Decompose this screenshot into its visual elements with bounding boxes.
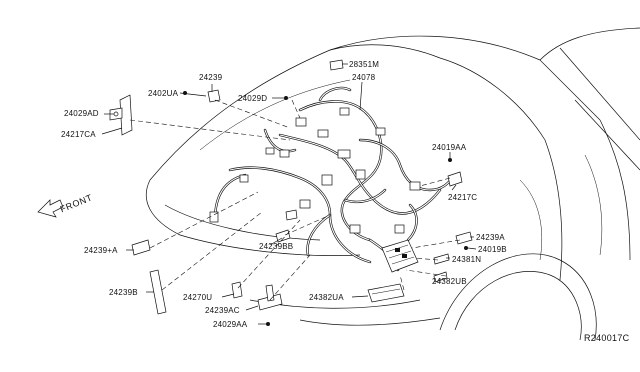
callout-label: 24239A <box>476 233 505 242</box>
callout-label: 24029AD <box>64 109 99 118</box>
callout-label: 24217C <box>448 193 478 202</box>
callout-label: 24239+A <box>84 246 118 255</box>
callout-label: 24382UB <box>432 277 467 286</box>
callout-label: 24029D <box>238 94 268 103</box>
diagram-reference-code: R240017C <box>584 333 630 343</box>
callout-label: 24019B <box>478 245 507 254</box>
callout-label: 24239BB <box>259 242 294 251</box>
callout-label: 24078 <box>352 73 376 82</box>
engine-room-harness <box>209 86 457 303</box>
brackets-and-clips <box>109 59 473 326</box>
callout-label: 24029AA <box>213 320 248 329</box>
front-direction-arrow <box>37 199 64 218</box>
callout-label: 24381N <box>452 255 482 264</box>
callout-label: 24019AA <box>432 143 467 152</box>
callout-label: 24217CA <box>61 130 96 139</box>
callout-label: 24239 <box>199 73 223 82</box>
callout-label: 24270U <box>183 293 213 302</box>
callout-label: 24239B <box>109 288 138 297</box>
callout-label: 24382UA <box>309 293 344 302</box>
callout-label: 24239AC <box>205 306 240 315</box>
callout-label: 2402UA <box>148 89 179 98</box>
callout-label: 28351M <box>349 60 380 69</box>
leader-lines <box>101 63 477 325</box>
